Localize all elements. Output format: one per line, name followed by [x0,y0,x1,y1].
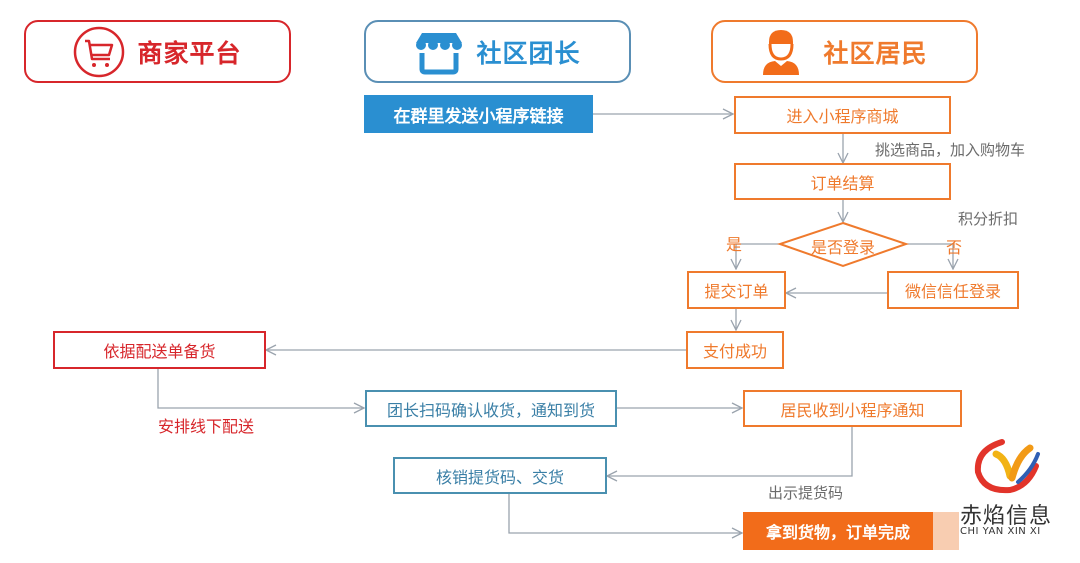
arrow-prepare-to-scan [157,369,364,408]
node-scan-confirm: 团长扫码确认收货，通知到货 [365,390,617,427]
lane-header-resident: 社区居民 [711,20,978,83]
lane-title-resident: 社区居民 [823,38,928,68]
node-verify-code: 核销提货码、交货 [393,457,607,494]
label-offline-delivery: 安排线下配送 [158,417,255,436]
node-resident-notified: 居民收到小程序通知 [743,390,962,427]
brand-logo-mark [974,439,1040,494]
label-yes: 是 [726,235,743,254]
node-logged-in: 是否登录 [810,238,875,257]
lane-title-leader: 社区团长 [476,38,581,68]
order-complete-fade [933,512,959,550]
arrow-yes-to-submit [736,243,780,269]
node-prepare-goods: 依据配送单备货 [53,331,266,369]
label-points-discount: 积分折扣 [958,210,1019,228]
node-wechat-login: 微信信任登录 [887,271,1019,309]
arrow-no-to-wechat [906,243,953,269]
shopping-cart-icon [73,26,125,78]
node-order-complete: 拿到货物，订单完成 [743,512,933,550]
node-pay-success: 支付成功 [686,331,784,369]
lane-header-leader: 社区团长 [364,20,631,83]
brand-logo-pinyin: CHI YAN XIN XI [960,526,1041,537]
node-send-link: 在群里发送小程序链接 [364,95,593,133]
storefront-icon [414,29,464,75]
arrow-verify-to-complete [508,494,742,533]
label-no: 否 [946,238,963,257]
node-submit-order: 提交订单 [687,271,786,309]
label-show-code: 出示提货码 [768,484,844,502]
user-icon [761,28,801,76]
decision-diamond [776,221,910,268]
arrow-notified-to-verify [607,427,853,476]
node-enter-mall: 进入小程序商城 [734,96,951,134]
label-pick-goods: 挑选商品，加入购物车 [875,141,1026,159]
lane-title-merchant: 商家平台 [137,38,242,68]
node-checkout: 订单结算 [734,163,951,200]
brand-logo: 赤焰信息 CHI YAN XIN XI [960,436,1062,546]
lane-header-merchant: 商家平台 [24,20,291,83]
brand-logo-name: 赤焰信息 [960,504,1053,529]
